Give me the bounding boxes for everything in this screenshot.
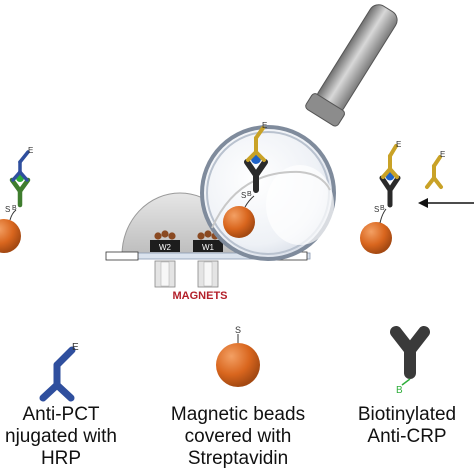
lens-dome-edge [211,170,331,229]
legend-hrp-marker: E [72,342,79,353]
legend-streptavidin-marker: S [235,325,241,335]
lens-biotin-marker: B [247,191,252,198]
legend-bead-line-3: Streptavidin [187,448,289,469]
lens-anti-pct-antibody [246,126,266,162]
legend-anti-crp-line-1: Biotinylated [357,404,457,425]
well-w2 [150,240,180,252]
lens-hrp-marker: E [262,121,267,130]
magnifying-glass-icon: S B E [200,4,398,261]
left-inlet [105,251,139,261]
well-w1 [193,240,223,252]
left-anti-pct-antibody [11,150,30,182]
lens-bead [223,206,255,238]
left-streptavidin-marker: S [5,205,10,214]
right-anti-crp-antibody [379,175,401,208]
left-anti-crp-antibody [9,177,31,208]
well-w2-label: W2 [159,243,172,252]
legend-anti-pct-icon: E [39,342,79,402]
left-complex: S B E [0,146,33,253]
right-complex: S B E E [360,140,474,254]
right-anti-pct-antibody [381,144,399,179]
right-hrp-marker: E [396,140,401,149]
left-hrp-marker: E [28,146,33,155]
magnet-w1 [197,260,219,288]
legend-bead-line-1: Magnetic beads [170,404,306,425]
legend-anti-crp-line-2: Anti-CRP [367,426,447,447]
magnet-w2 [154,260,176,288]
free-hrp-marker: E [440,150,445,159]
right-bead-tether [379,208,387,224]
left-bead-tether [9,209,17,221]
flow-arrow-icon [418,198,474,208]
right-bead [360,222,392,254]
free-anti-pct-antibody [425,155,443,189]
lens-streptavidin-marker: S [241,191,246,200]
legend-anti-pct-line-3: HRP [40,448,82,469]
lens-bead-tether [244,195,255,208]
lens-collar [305,93,345,127]
legend-bead-icon: S [216,325,260,387]
left-bead [0,219,21,253]
well-w1-label: W1 [202,243,215,252]
legend-anti-crp-caption: Biotinylated Anti-CRP [342,404,472,448]
well-w2-beads [154,230,176,240]
magnets-label: MAGNETS [172,290,228,302]
left-biotin-marker: B [12,205,17,212]
legend-bead-line-2: covered with [184,426,292,447]
lens-highlight [266,165,334,245]
legend-biotin-marker: B [396,385,403,396]
legend-anti-crp-icon: B [390,326,430,396]
legend-bead-caption: Magnetic beads covered with Streptavidin [163,404,313,470]
right-streptavidin-marker: S [374,205,379,214]
legend-anti-pct-line-2: njugated with [5,426,117,447]
legend-anti-pct-caption: Anti-PCT njugated with HRP [0,404,136,470]
lens-anti-crp-antibody [244,159,268,193]
legend-anti-pct-line-1: Anti-PCT [22,404,100,425]
right-biotin-marker: B [380,205,385,212]
